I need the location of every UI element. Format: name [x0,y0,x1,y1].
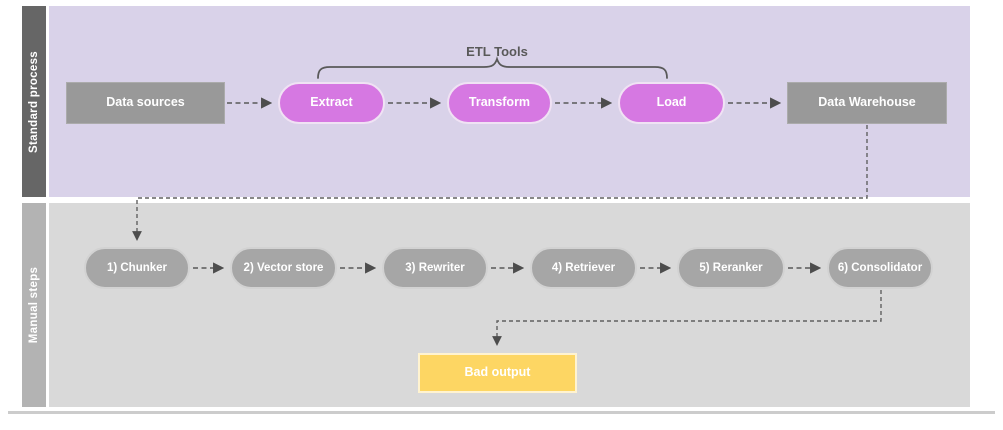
node-chunker: 1) Chunker [84,247,190,289]
node-load: Load [618,82,725,124]
node-data-warehouse: Data Warehouse [787,82,947,124]
lane-header-standard-process: Standard process [22,6,46,197]
node-data-sources: Data sources [66,82,225,124]
lane-label-standard-process: Standard process [28,50,41,153]
lane-label-manual-steps: Manual steps [28,266,41,344]
node-vector-store: 2) Vector store [230,247,337,289]
etl-tools-label: ETL Tools [466,44,528,59]
node-retriever: 4) Retriever [530,247,637,289]
node-consolidator: 6) Consolidator [827,247,933,289]
lane-header-manual-steps: Manual steps [22,203,46,407]
node-bad-output: Bad output [418,353,577,393]
page-separator [8,411,995,414]
node-reranker: 5) Reranker [677,247,785,289]
node-transform: Transform [447,82,552,124]
node-extract: Extract [278,82,385,124]
node-rewriter: 3) Rewriter [382,247,488,289]
